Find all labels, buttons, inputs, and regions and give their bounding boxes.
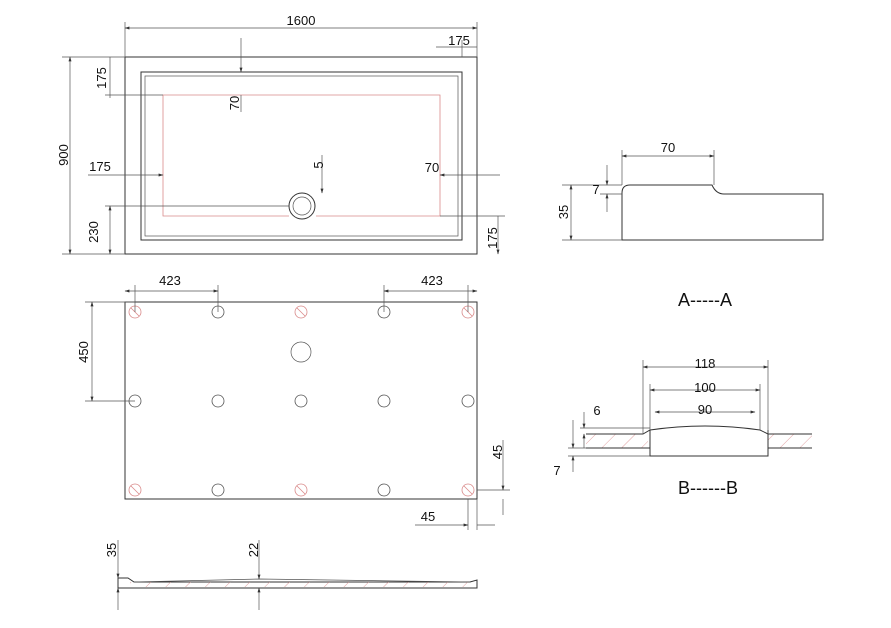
- dim-drain-bottom: 230: [86, 221, 101, 243]
- support-foot: [461, 394, 475, 408]
- tray-outline: [124, 56, 478, 255]
- dim-drain-gap: 5: [311, 161, 326, 168]
- section-a-profile: [621, 184, 824, 241]
- section-a-label: A-----A: [678, 290, 732, 310]
- dim-side-drain: 22: [246, 543, 261, 557]
- support-foot-mark: [296, 485, 306, 495]
- drain-inner: [292, 196, 312, 216]
- dim-b-mid: 100: [694, 380, 716, 395]
- dim-spacing-left: 423: [159, 273, 181, 288]
- dim-b-outer: 118: [695, 356, 716, 371]
- support-foot-mark: [296, 307, 306, 317]
- dim-rim-left: 175: [89, 159, 111, 174]
- dim-offset-right: 70: [425, 160, 439, 175]
- side-view: 35 22: [104, 540, 478, 610]
- dim-b-top: 6: [593, 403, 600, 418]
- support-foot: [128, 483, 142, 497]
- dim-row-spacing: 450: [76, 341, 91, 363]
- support-foot: [294, 394, 308, 408]
- tray-basin: [144, 75, 459, 237]
- tray-inner-red-outline: [162, 94, 441, 217]
- tray-rim-inner: [140, 71, 463, 241]
- support-foot: [377, 394, 391, 408]
- dim-spacing-right: 423: [421, 273, 443, 288]
- section-b-label: B------B: [678, 478, 738, 498]
- support-foot-mark: [463, 485, 473, 495]
- dim-height: 900: [56, 144, 71, 166]
- support-foot: [294, 305, 308, 319]
- support-foot: [461, 483, 475, 497]
- dim-b-inner: 90: [698, 402, 712, 417]
- dim-side-height: 35: [104, 543, 119, 557]
- bottom-outline: [124, 301, 478, 500]
- dim-edge-bottom: 45: [421, 509, 435, 524]
- dim-a-width: 70: [661, 140, 675, 155]
- support-foot-mark: [130, 485, 140, 495]
- bottom-drain-hole: [290, 341, 312, 363]
- support-foot: [377, 483, 391, 497]
- dim-width: 1600: [287, 13, 316, 28]
- support-foot: [211, 394, 225, 408]
- dim-a-height: 35: [556, 205, 571, 219]
- support-foot: [294, 483, 308, 497]
- section-b: 118 100 90 6 7 B------B: [553, 356, 812, 498]
- bottom-view: 423 423 450 45 45: [76, 273, 510, 530]
- dim-edge-right: 45: [490, 445, 505, 459]
- dim-rim-top: 175: [94, 67, 109, 89]
- dim-b-depth: 7: [553, 463, 560, 478]
- dim-rim-right: 175: [448, 33, 470, 48]
- dim-rim-bottom: 175: [485, 227, 500, 249]
- support-foot: [211, 483, 225, 497]
- dim-offset-top: 70: [227, 96, 242, 110]
- support-feet: [128, 305, 475, 497]
- section-a: 70 35 7 A-----A: [556, 140, 824, 310]
- dim-a-step: 7: [592, 182, 599, 197]
- top-view: 1600 175 900 175 70 175 70 5 230: [56, 13, 505, 255]
